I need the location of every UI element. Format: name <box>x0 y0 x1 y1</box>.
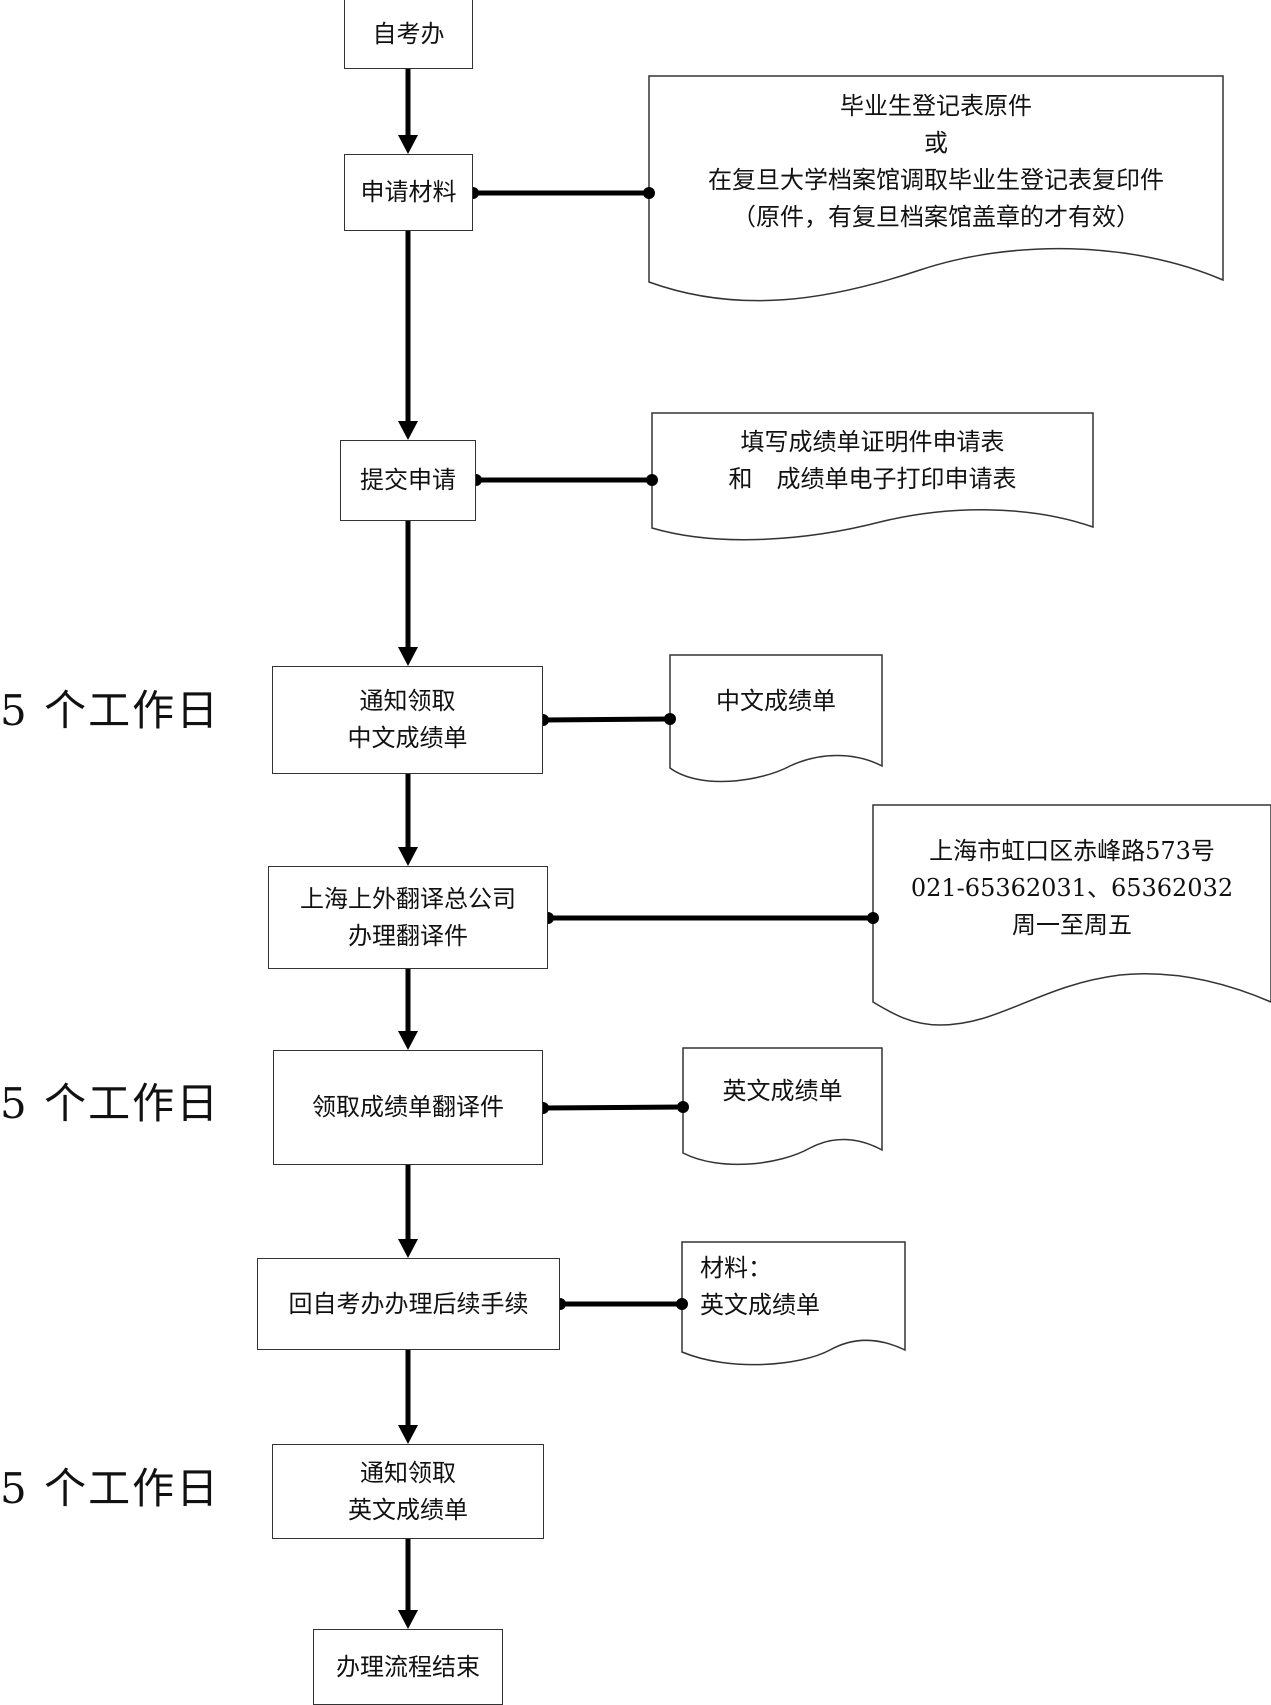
step-label: 自考办 <box>372 19 445 48</box>
step-return-zikaoban: 回自考办办理后续手续 <box>257 1258 560 1350</box>
doc-registration-form: 毕业生登记表原件 或 在复旦大学档案馆调取毕业生登记表复印件 （原件，有复旦档案… <box>649 88 1223 236</box>
connector-dot <box>643 187 655 199</box>
flow-arrows <box>398 69 418 1629</box>
duration-label-1: 5 个工作日 <box>0 686 221 735</box>
step-notify-english: 通知领取 英文成绩单 <box>272 1444 544 1539</box>
arrowhead-8 <box>398 1610 418 1629</box>
connector-english-transcript <box>542 1104 684 1111</box>
doc-shape-english-transcript <box>682 1047 883 1166</box>
doc-line: 毕业生登记表原件 <box>840 92 1032 120</box>
doc-chinese-transcript: 中文成绩单 <box>670 683 882 720</box>
step-apply-materials: 申请材料 <box>344 154 473 231</box>
arrowhead-6 <box>398 1239 418 1258</box>
doc-line: 材料： <box>700 1254 772 1282</box>
doc-line: 021-65362031、65362032 <box>910 874 1234 902</box>
doc-line: 英文成绩单 <box>700 1291 820 1319</box>
connector-dot <box>664 713 676 725</box>
connector-dot <box>676 1298 688 1310</box>
doc-line: 英文成绩单 <box>722 1077 843 1105</box>
step-label: 回自考办办理后续手续 <box>288 1289 529 1318</box>
step-submit-application: 提交申请 <box>340 440 476 521</box>
step-label: 通知领取 <box>360 1458 456 1487</box>
step-label: 领取成绩单翻译件 <box>312 1093 504 1121</box>
step-notify-chinese: 通知领取 中文成绩单 <box>272 666 543 774</box>
doc-materials-english: 材料： 英文成绩单 <box>700 1250 900 1324</box>
doc-line: 填写成绩单证明件申请表 <box>740 428 1005 456</box>
doc-line: 周一至周五 <box>1012 911 1132 939</box>
step-label: 上海上外翻译总公司 <box>300 884 516 913</box>
arrowhead-4 <box>398 847 418 866</box>
doc-line: （原件，有复旦档案馆盖章的才有效） <box>732 203 1140 231</box>
doc-english-transcript: 英文成绩单 <box>683 1073 882 1110</box>
doc-line: 上海市虹口区赤峰路573号 <box>929 837 1215 865</box>
doc-line: 或 <box>924 129 948 157</box>
step-process-end: 办理流程结束 <box>313 1629 503 1705</box>
doc-shape-materials-english <box>681 1241 906 1366</box>
step-label: 英文成绩单 <box>348 1495 468 1524</box>
doc-application-forms: 填写成绩单证明件申请表 和 成绩单电子打印申请表 <box>652 424 1093 498</box>
doc-line: 和 成绩单电子打印申请表 <box>728 465 1017 493</box>
arrowhead-2 <box>398 421 418 440</box>
duration-label-2: 5 个工作日 <box>0 1079 221 1128</box>
duration-label-3: 5 个工作日 <box>0 1464 221 1513</box>
doc-shape-chinese-transcript <box>669 654 883 783</box>
step-translation-company: 上海上外翻译总公司 办理翻译件 <box>268 866 548 969</box>
doc-shape-registration-form <box>648 75 1224 302</box>
doc-shape-application-forms <box>651 412 1094 541</box>
step-label: 提交申请 <box>360 466 456 494</box>
doc-line: 中文成绩单 <box>716 687 836 715</box>
step-zikaoban: 自考办 <box>344 0 473 69</box>
step-label: 中文成绩单 <box>347 724 468 752</box>
connector-chinese-transcript <box>542 716 671 723</box>
doc-line: 在复旦大学档案馆调取毕业生登记表复印件 <box>708 166 1164 194</box>
arrowhead-5 <box>398 1031 418 1050</box>
step-label: 办理翻译件 <box>348 921 468 950</box>
connector-dot <box>867 912 879 924</box>
connector-dot <box>677 1101 689 1113</box>
arrowhead-3 <box>398 647 418 666</box>
arrowhead-7 <box>398 1425 418 1444</box>
arrowhead-1 <box>398 135 418 154</box>
step-label: 通知领取 <box>359 687 456 715</box>
document-shapes <box>648 75 1271 1366</box>
doc-company-contact: 上海市虹口区赤峰路573号 021-65362031、65362032 周一至周… <box>873 833 1271 944</box>
connector-dot <box>646 474 658 486</box>
step-collect-translation: 领取成绩单翻译件 <box>273 1050 543 1165</box>
doc-shape-company-contact <box>872 804 1271 1026</box>
step-label: 办理流程结束 <box>336 1652 480 1681</box>
step-label: 申请材料 <box>360 178 457 206</box>
